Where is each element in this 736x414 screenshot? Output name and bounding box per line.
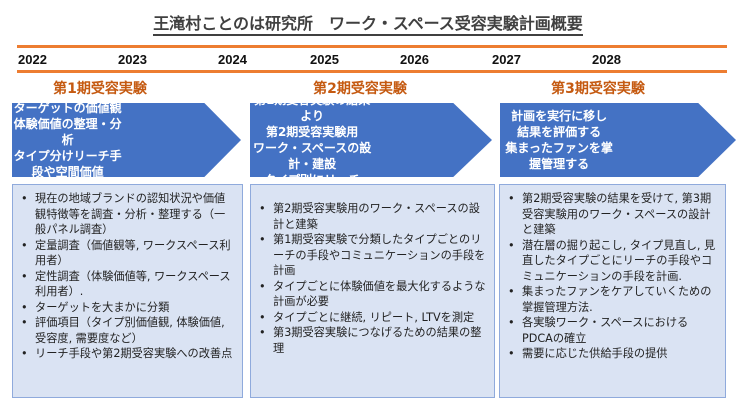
phase-2-arrow: 第1期受容実験の結果より 第2期受容実験用 ワーク・スペースの設計・建設 タイプ… <box>250 103 492 177</box>
phase-1-details: 現在の地域ブランドの認知状況や価値観特徴等を調査・分析・整理する（一般パネル調査… <box>12 184 243 398</box>
list-item: タイプごとに体験価値を最大化するような計画が必要 <box>255 279 488 310</box>
list-item: 潜在層の掘り起こし, タイプ見直し, 見直したタイプごとにリーチの手段やコミュニ… <box>504 238 719 285</box>
arrow-line: 計画を実行に移し <box>511 109 608 123</box>
list-item: 定量調査（価値観等, ワークスペース利用者） <box>17 238 236 269</box>
list-item: タイプごとに継続, リピート, LTVを測定 <box>255 310 488 326</box>
list-item: 各実験ワーク・スペースにおけるPDCAの確立 <box>504 315 719 346</box>
list-item: 第2期受容実験の結果を受けて, 第3期受容実験用のワーク・スペースの設計と建築 <box>504 191 719 238</box>
timeline-bottom-line <box>17 70 727 73</box>
year-label: 2028 <box>592 52 621 67</box>
list-item: 需要に応じた供給手段の提供 <box>504 346 719 362</box>
year-label: 2022 <box>18 52 47 67</box>
arrow-line: ターゲットの価値観 <box>13 101 122 115</box>
arrow-line: 第2期受容実験用 <box>265 125 359 139</box>
arrow-line: 体験価値の整理・分析 <box>13 117 122 147</box>
phase-2-label: 第2期受容実験 <box>313 81 407 97</box>
list-item: 第3期受容実験につなげるための結果の整理 <box>255 325 488 356</box>
year-label: 2026 <box>400 52 429 67</box>
list-item: 定性調査（体験価値等, ワークスペース利用者）. <box>17 269 236 300</box>
year-label: 2027 <box>492 52 521 67</box>
arrow-line: 集まったファンを掌握管理する <box>505 141 613 171</box>
list-item: 第1期受容実験で分類したタイプごとのリーチの手段やコミュニケーションの手段を計画 <box>255 232 488 279</box>
list-item: ターゲットを大まかに分類 <box>17 300 236 316</box>
year-label: 2025 <box>310 52 339 67</box>
phase-1-arrow: ターゲットの価値観 体験価値の整理・分析 タイプ分けリーチ手段や空間価値 <box>12 103 241 177</box>
phase-3-details: 第2期受容実験の結果を受けて, 第3期受容実験用のワーク・スペースの設計と建築 … <box>499 184 726 398</box>
phase-3-label: 第3期受容実験 <box>551 81 645 97</box>
arrow-line: 第1期受容実験の結果より <box>253 93 371 123</box>
year-label: 2024 <box>218 52 247 67</box>
arrow-line: タイプ別にリーチ <box>264 173 361 187</box>
list-item: 集まったファンをケアしていくための掌握管理方法. <box>504 284 719 315</box>
arrow-line: 結果を評価する <box>517 125 602 139</box>
list-item: 評価項目（タイプ別価値観, 体験価値, 受容度, 需要度など） <box>17 315 236 346</box>
timeline-top-line <box>17 45 727 48</box>
list-item: リーチ手段や第2期受容実験への改善点 <box>17 346 236 362</box>
year-label: 2023 <box>118 52 147 67</box>
phase-1-label: 第1期受容実験 <box>53 81 147 97</box>
page-title: 王滝村ことのは研究所 ワーク・スペース受容実験計画概要 <box>0 14 736 36</box>
list-item: 第2期受容実験用のワーク・スペースの設計と建築 <box>255 201 488 232</box>
arrow-line: タイプ分けリーチ手段や空間価値 <box>13 149 122 179</box>
phase-3-arrow: 計画を実行に移し 結果を評価する 集まったファンを掌握管理する <box>500 103 736 177</box>
list-item: 現在の地域ブランドの認知状況や価値観特徴等を調査・分析・整理する（一般パネル調査… <box>17 191 236 238</box>
arrow-line: ワーク・スペースの設計・建設 <box>252 141 372 171</box>
phase-2-details: 第2期受容実験用のワーク・スペースの設計と建築 第1期受容実験で分類したタイプご… <box>250 184 495 398</box>
